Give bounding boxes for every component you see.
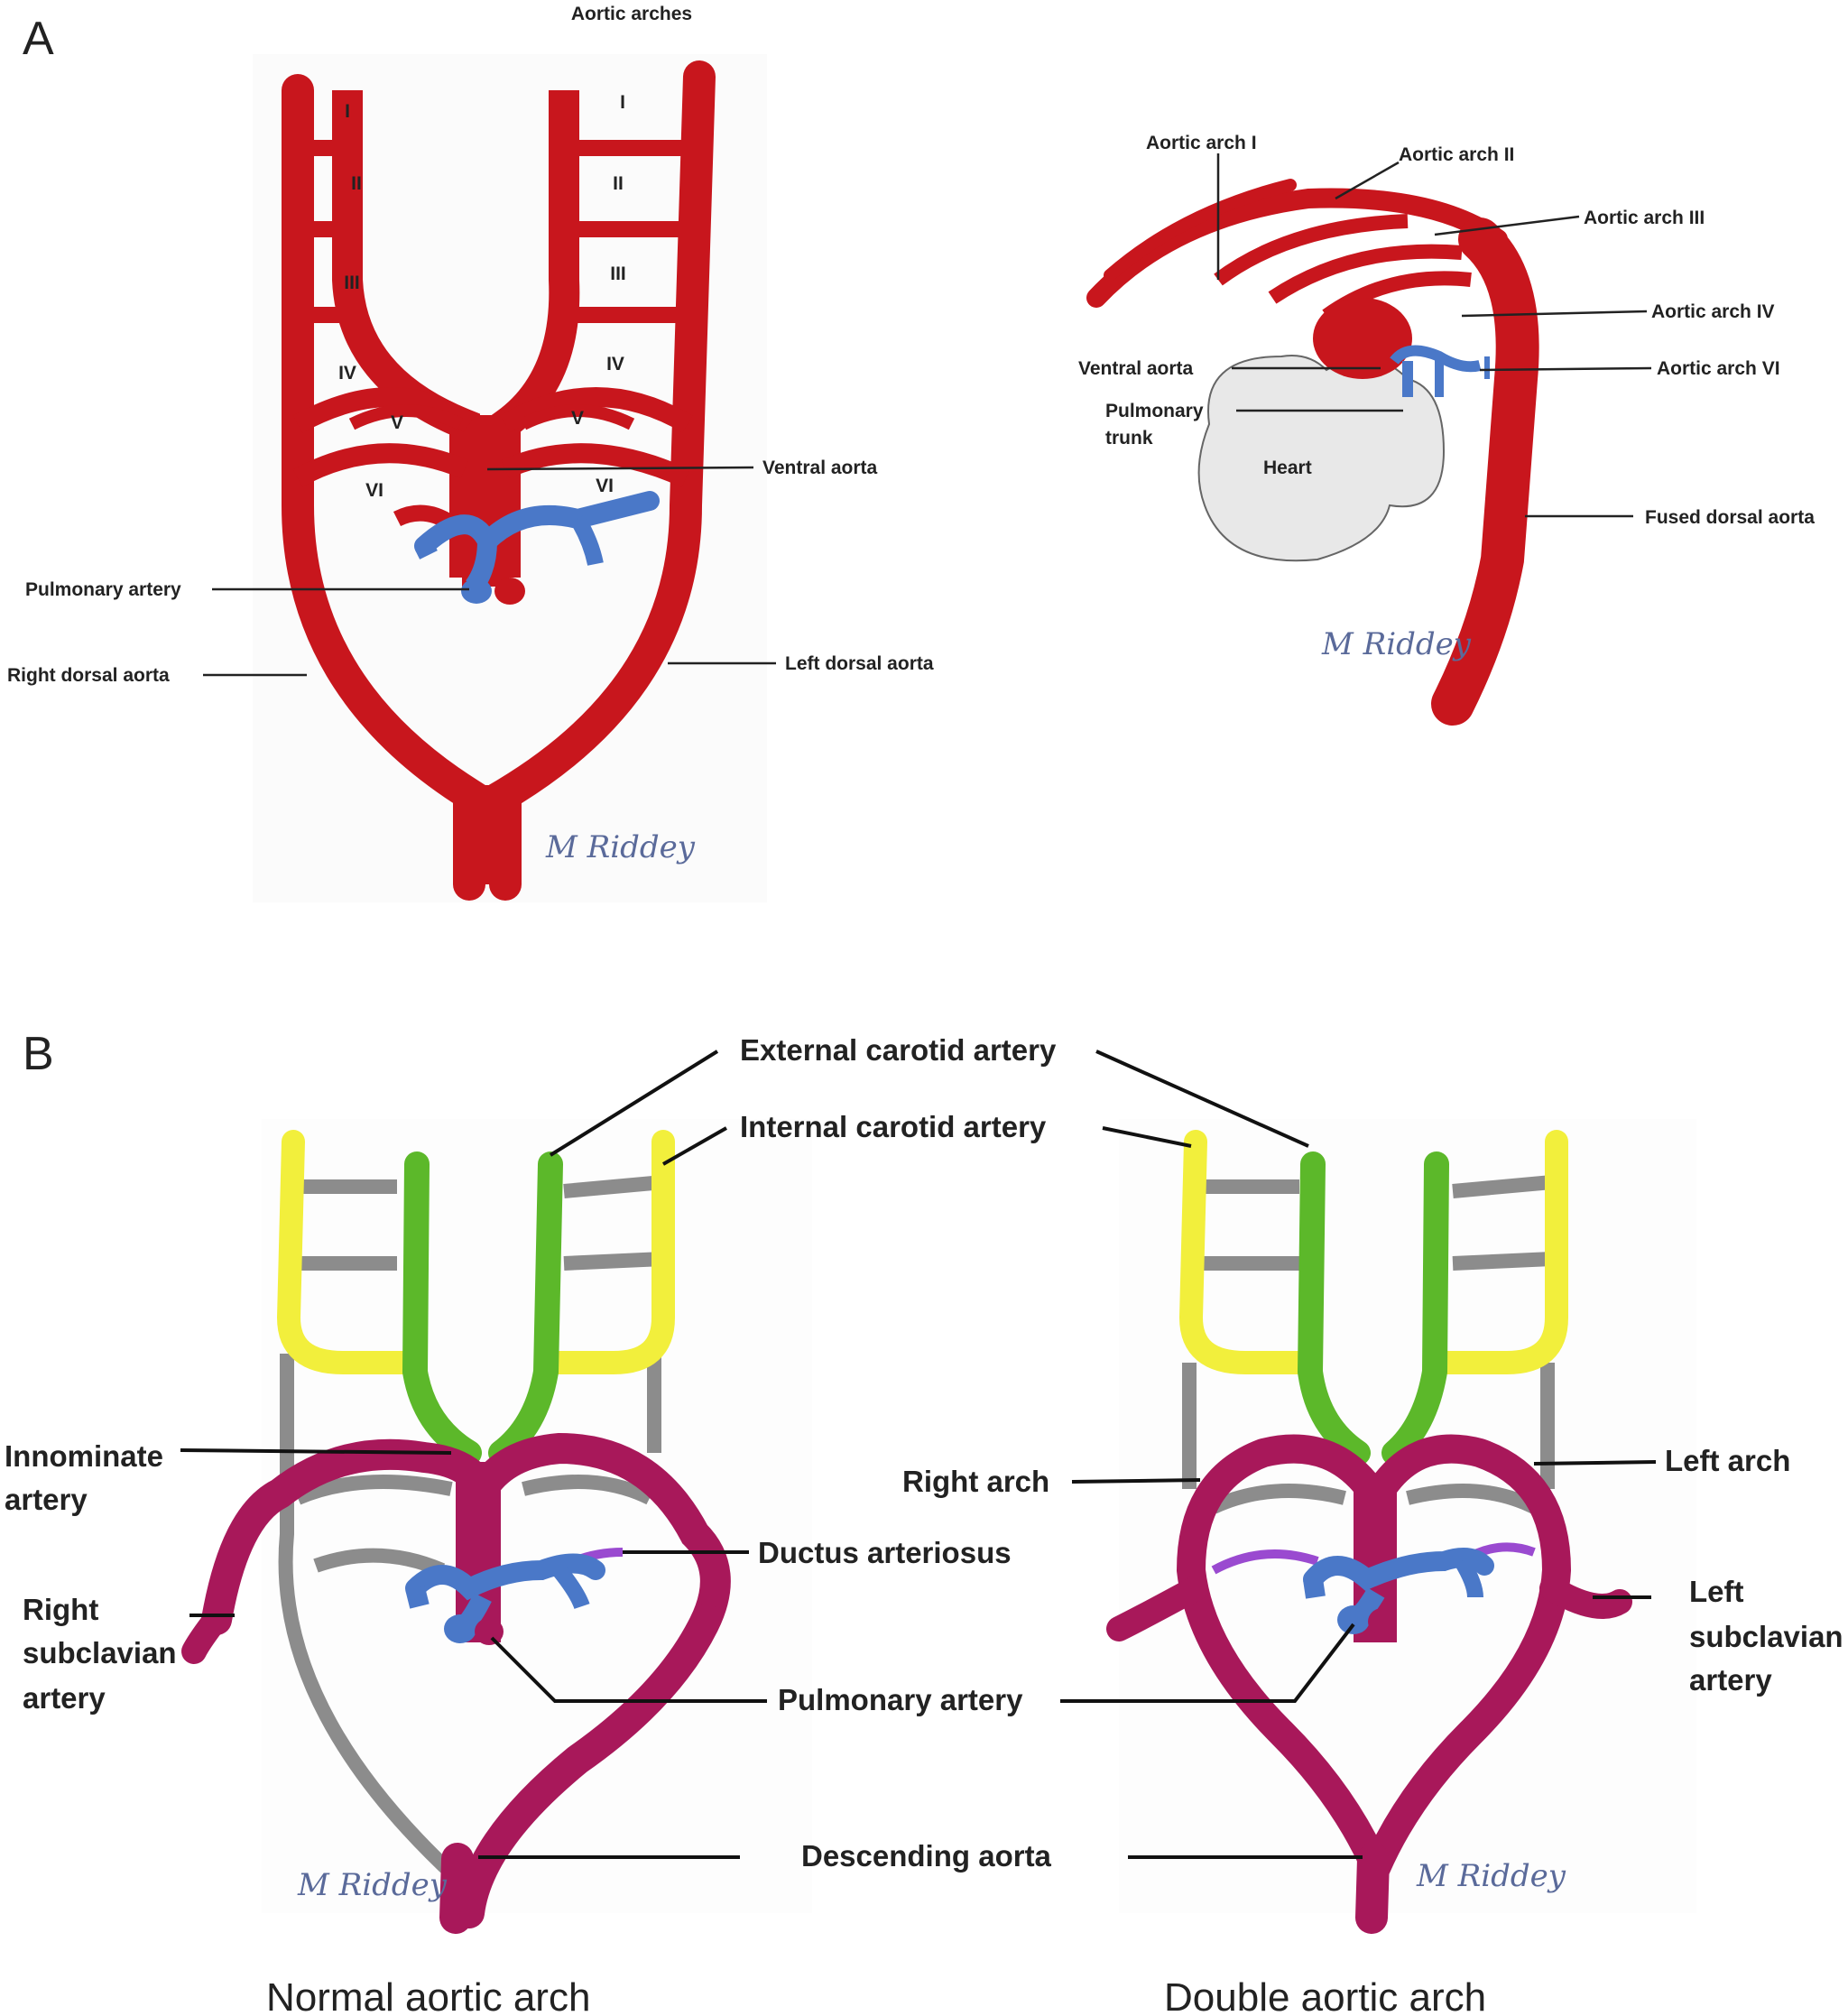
arch-numerals-left: I II III IV V VI — [338, 101, 403, 501]
aortic-arch-normal — [201, 1432, 731, 1928]
pulmonary-artery-double — [1303, 1548, 1494, 1591]
internal-carotid-left-normal — [534, 1130, 675, 1374]
numeral-left-2: II — [351, 173, 362, 194]
panel-b-labels: External carotid artery Internal carotid… — [5, 1033, 1843, 1873]
numeral-left-6: VI — [365, 480, 383, 501]
label-right-subclavian-line3: artery — [23, 1681, 106, 1715]
label-innominate-line2: artery — [5, 1483, 88, 1516]
numeral-left-4: IV — [338, 363, 356, 384]
artist-signature-a2: M Riddey — [1321, 626, 1472, 662]
panel-b-double-arch: M Riddey — [1106, 1119, 1696, 1934]
numeral-left-5: V — [391, 412, 403, 433]
label-ventral-aorta: Ventral aorta — [762, 458, 878, 478]
label-left-arch: Left arch — [1665, 1444, 1790, 1477]
internal-carotid-right-normal — [276, 1130, 418, 1374]
label-left-subclavian-line2: subclavian — [1689, 1620, 1843, 1653]
label-ductus-arteriosus: Ductus arteriosus — [758, 1536, 1012, 1569]
numeral-right-3: III — [610, 264, 626, 284]
external-carotid-left-double — [1381, 1151, 1449, 1466]
label-fused-dorsal-aorta: Fused dorsal aorta — [1645, 507, 1815, 528]
pulmonary-artery-vessel — [414, 491, 660, 559]
internal-carotid-left-double — [1428, 1130, 1568, 1374]
left-dorsal-aorta-vessel — [489, 60, 716, 901]
label-innominate-line1: Innominate — [5, 1439, 163, 1473]
artist-signature-b2: M Riddey — [1416, 1858, 1566, 1894]
panel-b-letter: B — [23, 1028, 54, 1080]
fused-dorsal-aorta-vessel — [1431, 217, 1539, 726]
external-carotid-right-double — [1297, 1151, 1371, 1466]
right-dorsal-aorta-vessel — [282, 74, 485, 901]
label-descending-aorta: Descending aorta — [801, 1839, 1052, 1873]
artist-signature-a1: M Riddey — [545, 829, 696, 865]
label-pulmonary-trunk-line1: Pulmonary — [1105, 401, 1204, 421]
numeral-right-1: I — [620, 92, 625, 113]
numeral-right-6: VI — [596, 476, 614, 496]
panel-b-normal-arch: M Riddey — [181, 1119, 812, 1934]
numeral-left-1: I — [345, 101, 350, 122]
label-pulmonary-artery-a: Pulmonary artery — [25, 579, 181, 600]
pulmonary-artery-normal — [405, 1553, 605, 1601]
label-left-subclavian-line3: artery — [1689, 1663, 1772, 1697]
label-pulmonary-trunk-line2: trunk — [1105, 428, 1153, 449]
label-right-subclavian-line1: Right — [23, 1593, 98, 1626]
numeral-right-4: IV — [606, 354, 624, 375]
label-aortic-arch-4: Aortic arch IV — [1651, 301, 1775, 322]
label-right-dorsal-aorta: Right dorsal aorta — [7, 665, 170, 686]
panel-a-letter: A — [23, 13, 54, 65]
label-aortic-arch-1: Aortic arch I — [1146, 133, 1257, 153]
label-right-subclavian-line2: subclavian — [23, 1636, 177, 1669]
caption-normal-aortic-arch: Normal aortic arch — [266, 1975, 590, 2016]
regressed-arches-double — [1200, 1175, 1553, 1514]
panel-a-title: Aortic arches — [571, 4, 692, 24]
label-aortic-arch-6: Aortic arch VI — [1657, 358, 1780, 379]
artist-signature-b1: M Riddey — [297, 1867, 448, 1903]
numeral-right-5: V — [571, 408, 584, 429]
panel-b-leader-lines — [180, 1050, 1657, 1859]
numeral-right-2: II — [613, 173, 624, 194]
arch-numerals-right: I II III IV V VI — [571, 92, 626, 496]
label-left-dorsal-aorta: Left dorsal aorta — [785, 653, 934, 674]
label-left-subclavian-line1: Left — [1689, 1575, 1744, 1608]
label-aortic-arch-2: Aortic arch II — [1399, 144, 1514, 165]
label-internal-carotid: Internal carotid artery — [740, 1110, 1047, 1143]
panel-a-lateral: Aortic arch I Aortic arch II Aortic arch… — [1078, 133, 1815, 726]
label-right-arch: Right arch — [902, 1465, 1049, 1498]
panel-a-frontal: I II III IV V VI I II III IV V VI Aortic… — [7, 4, 934, 902]
label-aortic-arch-3: Aortic arch III — [1584, 208, 1705, 228]
regressed-arches-normal — [294, 1175, 664, 1577]
label-pulmonary-artery-b: Pulmonary artery — [778, 1683, 1023, 1716]
label-external-carotid: External carotid artery — [740, 1033, 1057, 1067]
numeral-left-3: III — [344, 273, 360, 293]
internal-carotid-right-double — [1178, 1130, 1320, 1374]
label-ventral-aorta-lateral: Ventral aorta — [1078, 358, 1194, 379]
label-heart: Heart — [1263, 458, 1312, 478]
caption-double-aortic-arch: Double aortic arch — [1164, 1975, 1486, 2016]
external-carotid-right-normal — [402, 1151, 482, 1466]
